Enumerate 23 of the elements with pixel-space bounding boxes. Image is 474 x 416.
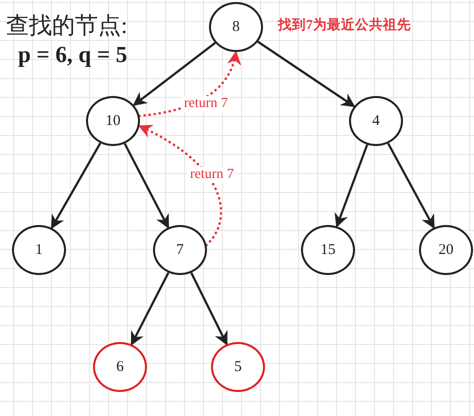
- edge-label: return 7: [188, 167, 236, 183]
- tree-node: 7: [153, 225, 207, 275]
- tree-node: 6: [93, 342, 147, 392]
- tree-node: 20: [419, 225, 473, 275]
- arrow: [124, 143, 170, 229]
- arrow: [130, 272, 170, 346]
- arrow: [50, 142, 102, 230]
- note-text: 找到7为最近公共祖先: [278, 16, 411, 34]
- tree-node: 5: [211, 342, 265, 392]
- arrow: [132, 42, 216, 106]
- tree-node: 8: [209, 2, 263, 52]
- arrow: [334, 144, 368, 228]
- arrow: [190, 272, 228, 346]
- tree-node: 15: [301, 225, 355, 275]
- arrow: [257, 40, 356, 108]
- heading-text: p = 6, q = 5: [18, 42, 128, 68]
- tree-node: 1: [12, 225, 66, 275]
- arrow: [138, 124, 222, 246]
- edge-label: return 7: [182, 96, 230, 112]
- tree-node: 4: [349, 96, 403, 146]
- arrow: [387, 142, 435, 229]
- heading-text: 查找的节点:: [6, 12, 128, 40]
- tree-node: 10: [86, 96, 140, 146]
